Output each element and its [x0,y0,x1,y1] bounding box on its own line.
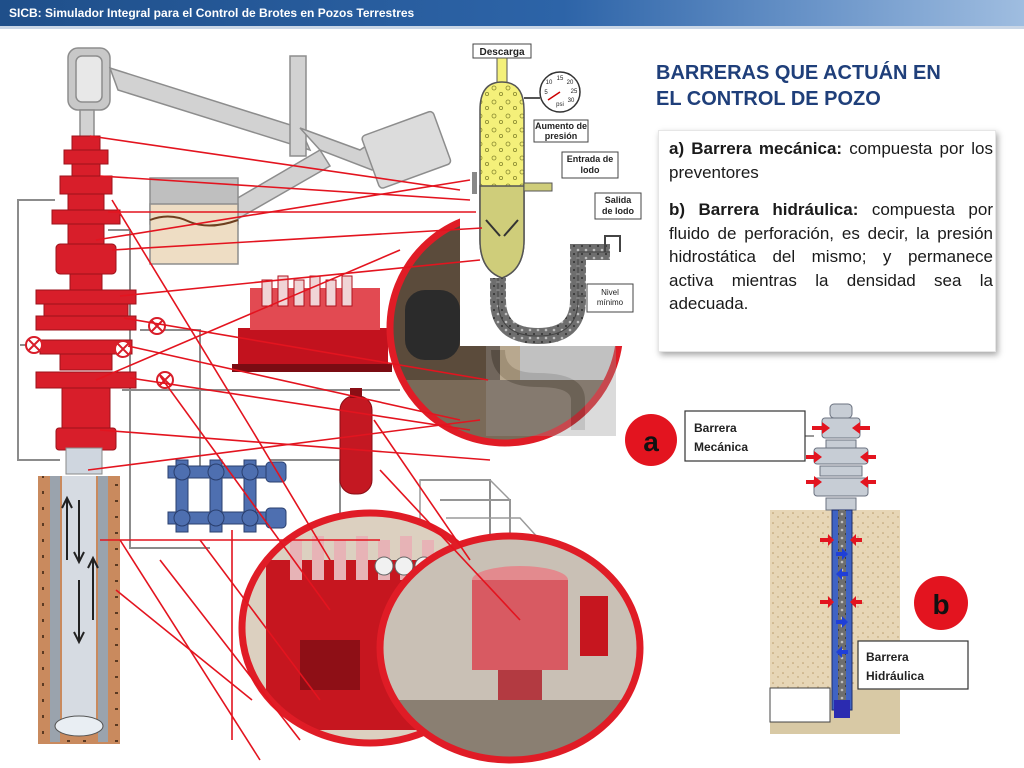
well-control-diagram: Descarga 15 20 25 30 10 5 psi Aumento de… [17,43,969,764]
callout-hydraulic: Barrera Hidráulica [857,640,969,690]
title-bar-underline [0,26,1024,29]
heading-line-1: BARRERAS QUE ACTUÁN EN [656,62,941,84]
gauge-tick: 15 [557,76,564,82]
label-discharge: Descarga [479,47,524,58]
mud-pump [232,275,392,372]
legend-blank-box [769,687,831,723]
callout-mechanical: Barrera Mecánica [684,410,814,462]
connector-lines [87,135,521,761]
barrier-mechanical: a) Barrera mecánica: compuesta por los p… [669,137,993,184]
hydraulic-pressure-arrows [836,548,848,658]
barrier-schematic [769,403,900,734]
well-bore [38,476,120,744]
wellhead [65,447,103,475]
pressure-line: Aumento de [535,121,587,131]
inlet-line: Entrada de [567,154,614,164]
barrier-hydraulic: b) Barrera hidráulica: compuesta por flu… [669,198,993,316]
gray-pipeline [67,47,452,265]
inlet-line: lodo [581,165,600,175]
gauge-tick: 10 [546,80,553,86]
window-title: SICB: Simulador Integral para el Control… [9,6,415,20]
barriers-description: a) Barrera mecánica: compuesta por los p… [658,130,996,352]
marker-b-text: b [932,589,949,620]
barrier-mechanical-label: a) Barrera mecánica: [669,139,843,158]
barrier-hydraulic-text: compuesta por fluido de perforación, es … [669,200,993,313]
pressure-line: presión [545,131,578,141]
outlet-line: Salida [605,195,633,205]
barrier-mechanical-text: compuesta por los preventores [669,139,993,182]
gauge-tick: 25 [571,89,578,95]
pressure-gauge: 15 20 25 30 10 5 psi [524,71,581,113]
page-heading: BARRERAS QUE ACTUÁN EN EL CONTROL DE POZ… [656,60,986,112]
gauge-unit: psi [556,102,564,108]
red-vessel [339,388,373,495]
separator-reflection [486,346,616,436]
gauge-tick: 5 [544,90,548,96]
separator-schematic: Descarga 15 20 25 30 10 5 psi Aumento de… [460,43,642,346]
title-bar: SICB: Simulador Integral para el Control… [0,0,1024,26]
marker-a-text: a [643,426,659,457]
bop-stack [35,135,137,451]
outlet-line: de lodo [602,206,634,216]
magnifier-ring-tank [376,532,644,764]
heading-line-2: EL CONTROL DE POZO [656,88,881,110]
callout-mechanical-line: Barrera [694,421,737,435]
marker-a: a [625,414,677,466]
gauge-tick: 20 [567,80,574,86]
level-line: Nivel [601,288,619,297]
barrier-hydraulic-label: b) Barrera hidráulica: [669,200,859,219]
callout-hydraulic-line: Barrera [866,650,909,664]
choke-manifold [167,459,287,533]
mechanical-pressure-arrows [806,422,876,608]
callout-hydraulic-line: Hidráulica [866,669,924,683]
marker-b: b [914,576,968,630]
level-line: mínimo [597,298,624,307]
gauge-tick: 30 [568,98,575,104]
callout-mechanical-line: Mecánica [694,440,748,454]
